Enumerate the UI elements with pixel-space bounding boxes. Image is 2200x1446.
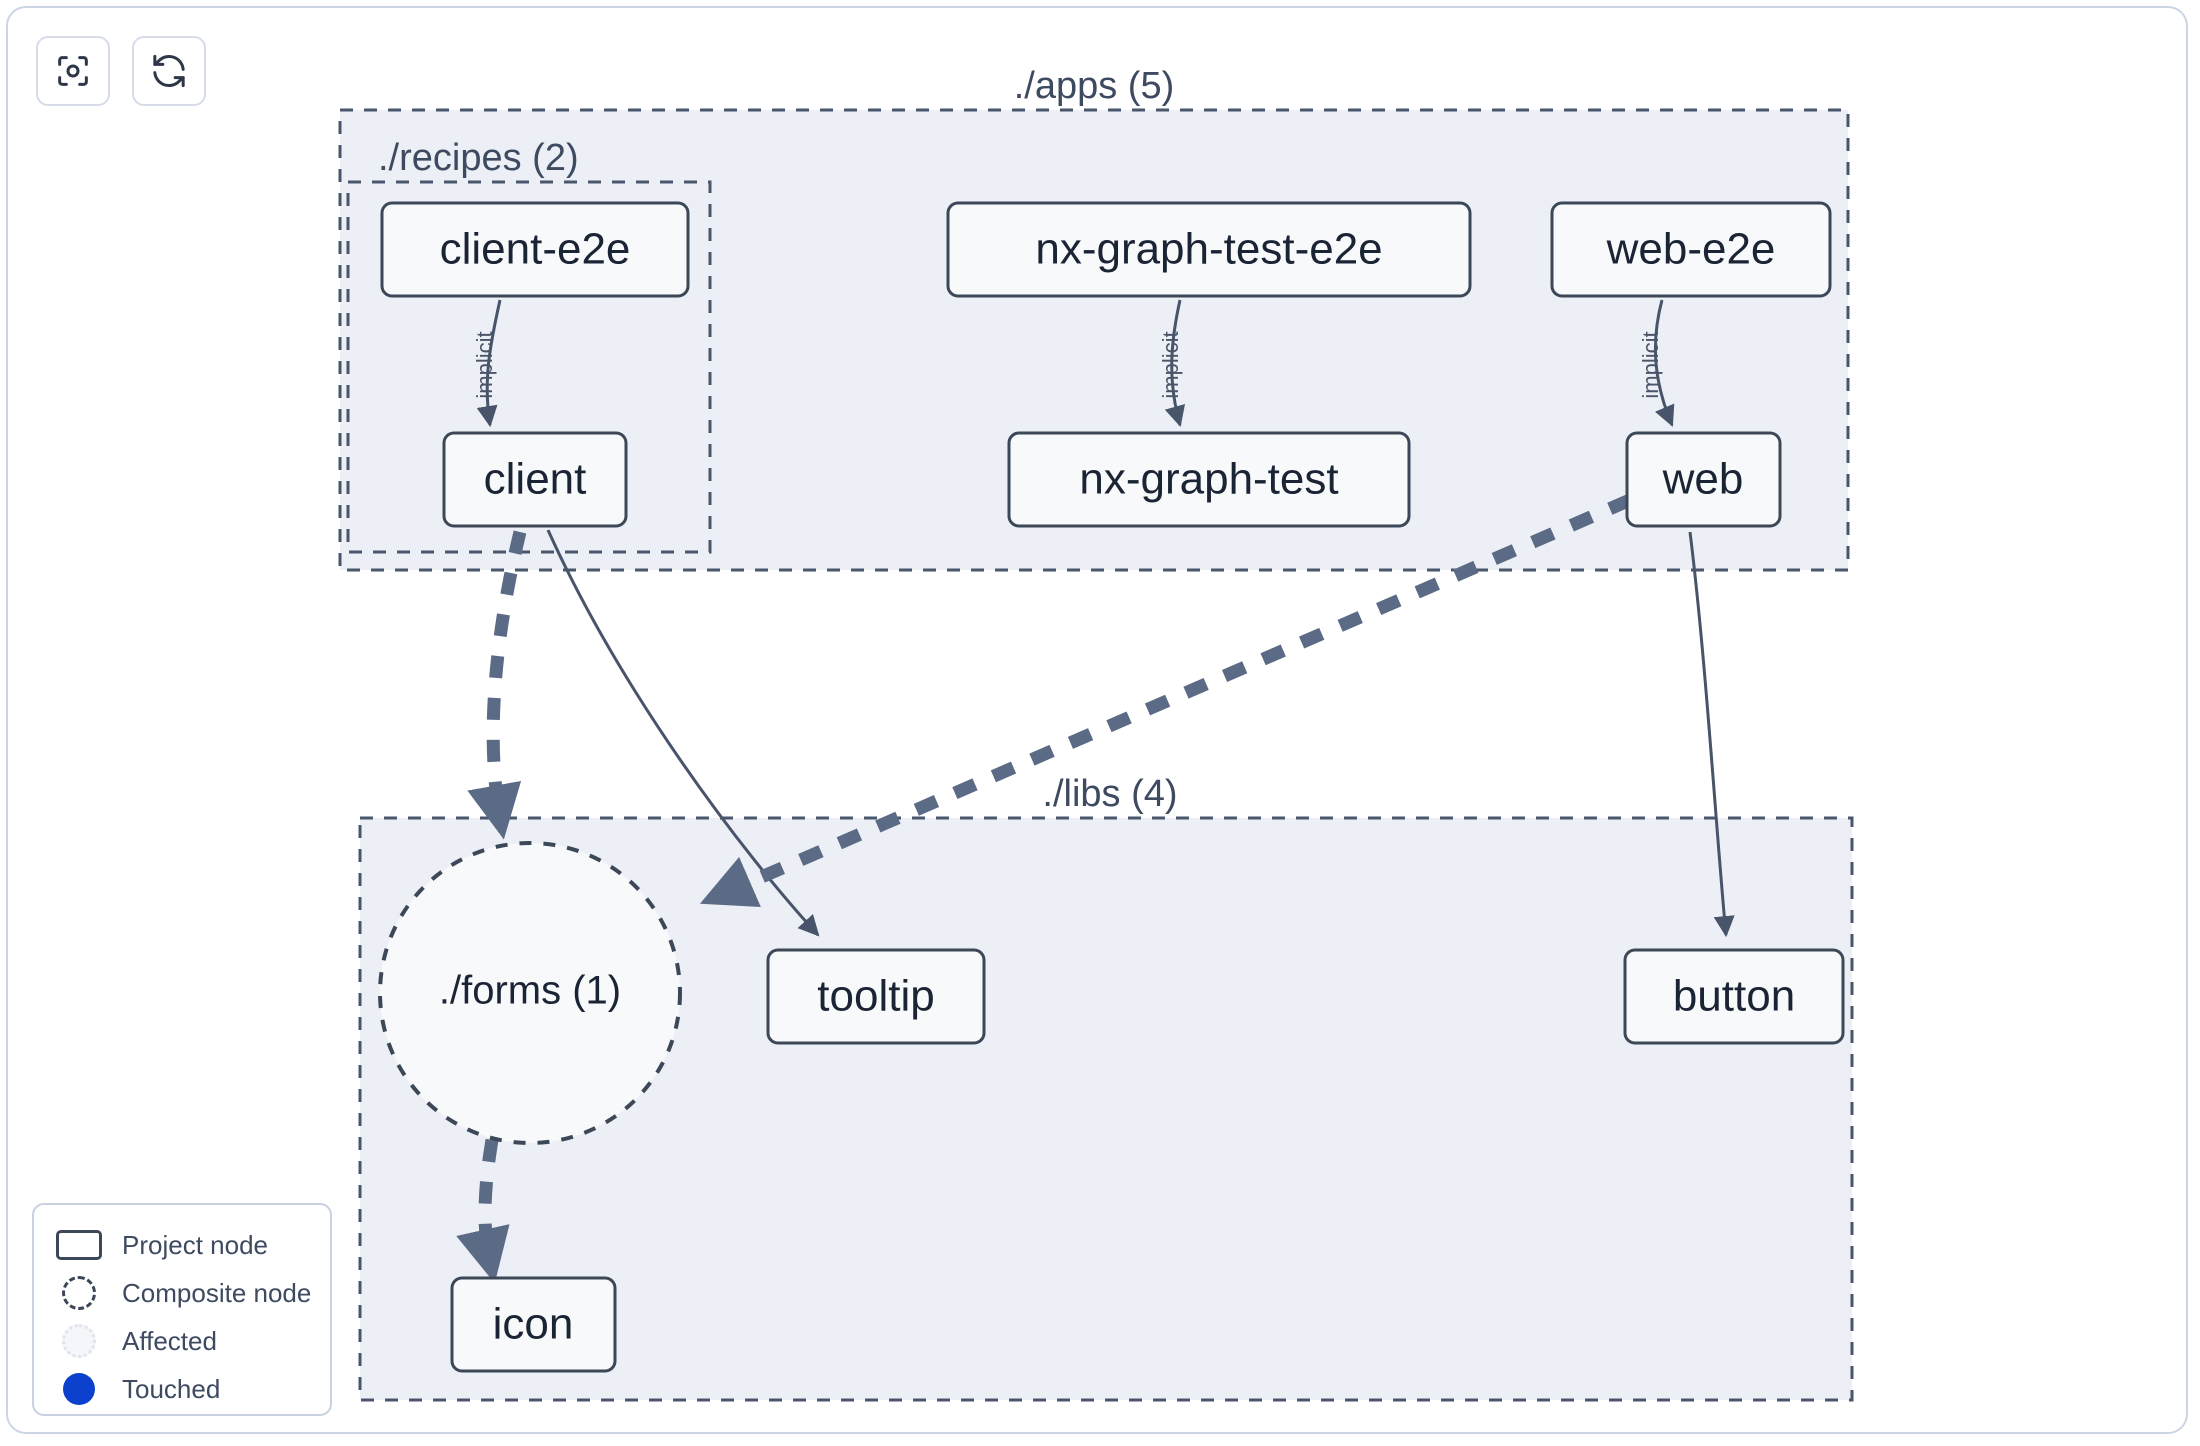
node-tooltip-label: tooltip xyxy=(817,972,934,1021)
legend-item-project-node: Project node xyxy=(54,1221,310,1269)
composite-node-swatch xyxy=(54,1276,104,1310)
focus-target-icon xyxy=(53,51,93,91)
edge-web-e2e-to-web[interactable] xyxy=(1653,299,1675,427)
node-icon-label: icon xyxy=(493,1300,574,1349)
refresh-icon xyxy=(149,51,189,91)
node-client-e2e[interactable]: client-e2e xyxy=(380,201,690,298)
legend-item-composite-node: Composite node xyxy=(54,1269,312,1317)
legend-label-affected: Affected xyxy=(122,1325,217,1356)
node-button-label: button xyxy=(1673,972,1795,1021)
node-web-e2e-rect xyxy=(1550,201,1832,298)
node-forms-composite[interactable]: ./forms (1) xyxy=(378,841,682,1145)
node-forms-label: ./forms (1) xyxy=(439,969,621,1013)
node-client[interactable]: client xyxy=(442,431,628,528)
legend-label-composite-node: Composite node xyxy=(122,1277,312,1308)
legend-item-touched: Touched xyxy=(54,1365,310,1413)
node-button-rect xyxy=(1623,948,1845,1045)
edge-client-to-tooltip[interactable] xyxy=(546,529,820,937)
edge-label-implicit-web: implicit xyxy=(1638,331,1663,398)
node-client-rect xyxy=(442,431,628,528)
node-nx-graph-test-e2e-label: nx-graph-test-e2e xyxy=(1035,225,1382,274)
node-nx-graph-test-e2e-rect xyxy=(946,201,1472,298)
edge-client-to-forms[interactable] xyxy=(467,530,527,840)
graph-edges: implicit implicit implicit xyxy=(456,299,1735,1284)
refresh-graph-button[interactable] xyxy=(132,36,206,106)
group-recipes-label: ./recipes (2) xyxy=(378,137,579,179)
focus-graph-button[interactable] xyxy=(36,36,110,106)
group-apps-label: ./apps (5) xyxy=(1014,65,1175,107)
legend-item-affected: Affected xyxy=(54,1317,310,1365)
node-client-e2e-rect xyxy=(380,201,690,298)
node-icon[interactable]: icon xyxy=(450,1276,617,1373)
edge-label-implicit-client: implicit xyxy=(472,331,497,398)
node-client-e2e-label: client-e2e xyxy=(440,225,631,274)
node-forms-circle xyxy=(378,841,682,1145)
group-libs-label: ./libs (4) xyxy=(1042,773,1177,815)
node-icon-rect xyxy=(450,1276,617,1373)
edge-forms-to-icon[interactable] xyxy=(456,1138,510,1284)
node-web[interactable]: web xyxy=(1625,431,1782,528)
edge-client-e2e-to-client[interactable] xyxy=(476,299,502,428)
affected-swatch xyxy=(54,1324,104,1358)
node-web-rect xyxy=(1625,431,1782,528)
edge-web-to-button[interactable] xyxy=(1688,531,1735,938)
node-client-label: client xyxy=(484,455,587,504)
project-node-swatch xyxy=(54,1230,104,1260)
node-nx-graph-test-label: nx-graph-test xyxy=(1079,455,1338,504)
node-nx-graph-test[interactable]: nx-graph-test xyxy=(1007,431,1411,528)
node-nx-graph-test-rect xyxy=(1007,431,1411,528)
node-tooltip[interactable]: tooltip xyxy=(766,948,986,1045)
node-web-e2e[interactable]: web-e2e xyxy=(1550,201,1832,298)
legend-label-touched: Touched xyxy=(122,1373,221,1404)
legend-label-project-node: Project node xyxy=(122,1229,268,1260)
edge-label-implicit-nx: implicit xyxy=(1158,331,1183,398)
edge-nx-graph-test-e2e-to-nx-graph-test[interactable] xyxy=(1164,299,1186,428)
node-web-label: web xyxy=(1662,455,1744,504)
graph-toolbar xyxy=(36,36,206,106)
node-web-e2e-label: web-e2e xyxy=(1606,225,1776,274)
node-nx-graph-test-e2e[interactable]: nx-graph-test-e2e xyxy=(946,201,1472,298)
node-button[interactable]: button xyxy=(1623,948,1845,1045)
graph-legend: Project node Composite node Affected Tou… xyxy=(32,1203,332,1416)
touched-swatch xyxy=(54,1373,104,1405)
node-tooltip-rect xyxy=(766,948,986,1045)
